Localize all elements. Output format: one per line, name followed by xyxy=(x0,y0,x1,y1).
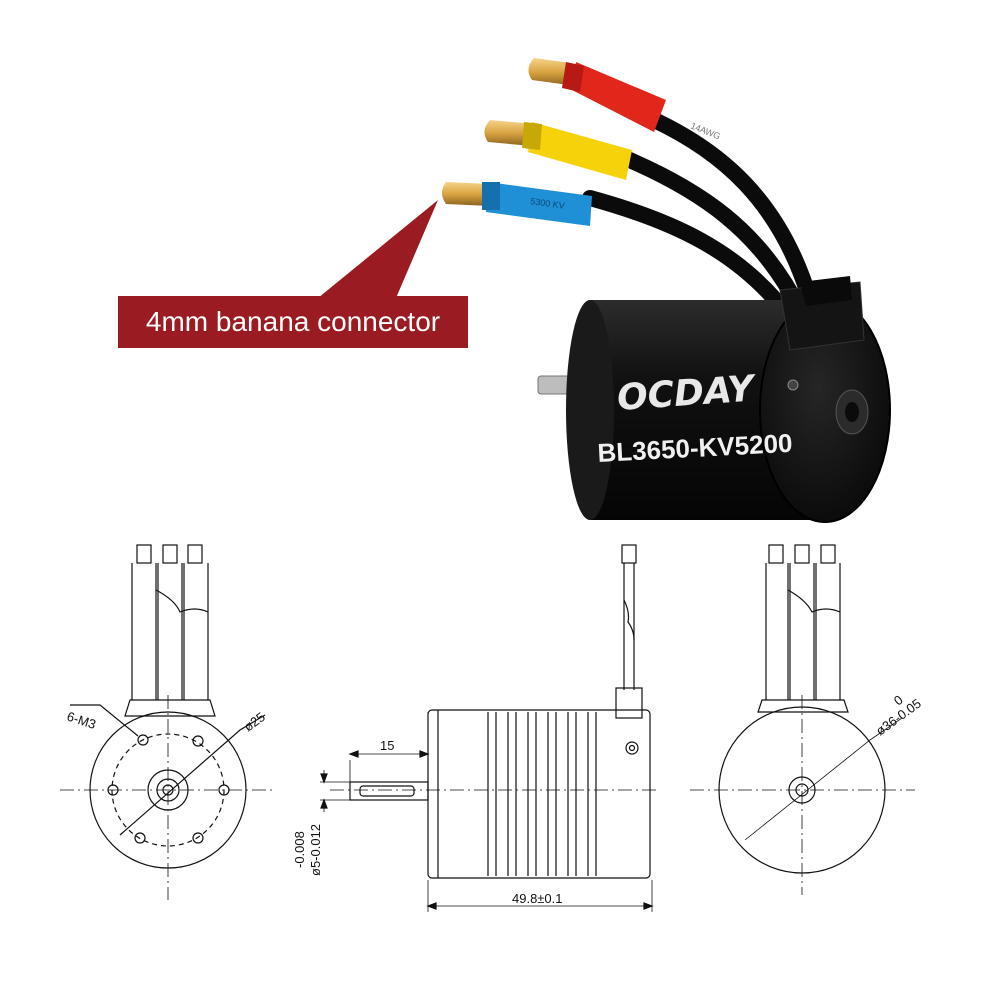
front-view-drawing xyxy=(60,544,275,900)
motor-wires xyxy=(582,110,818,326)
connector-blue xyxy=(442,182,592,226)
rear-view-drawing xyxy=(690,544,915,895)
label-body-length: 49.8±0.1 xyxy=(512,891,563,906)
label-shaft-tolerance: -0.008 xyxy=(292,831,307,868)
side-view-drawing xyxy=(320,544,660,912)
connector-callout-label: 4mm banana connector xyxy=(118,296,468,348)
label-shaft-diameter: ø5-0.012 xyxy=(308,824,323,876)
label-6-m3: 6-M3 xyxy=(65,709,98,732)
connector-yellow xyxy=(484,120,632,180)
brand-logo: OCDAY xyxy=(616,368,759,419)
motor-photo xyxy=(537,276,891,523)
callout-pointer xyxy=(318,200,438,298)
wire-print-blue: 5300 KV xyxy=(530,196,566,211)
connector-red xyxy=(528,58,666,132)
label-shaft-length: 15 xyxy=(380,738,394,753)
label-pcd-25: ø25 xyxy=(241,709,268,734)
